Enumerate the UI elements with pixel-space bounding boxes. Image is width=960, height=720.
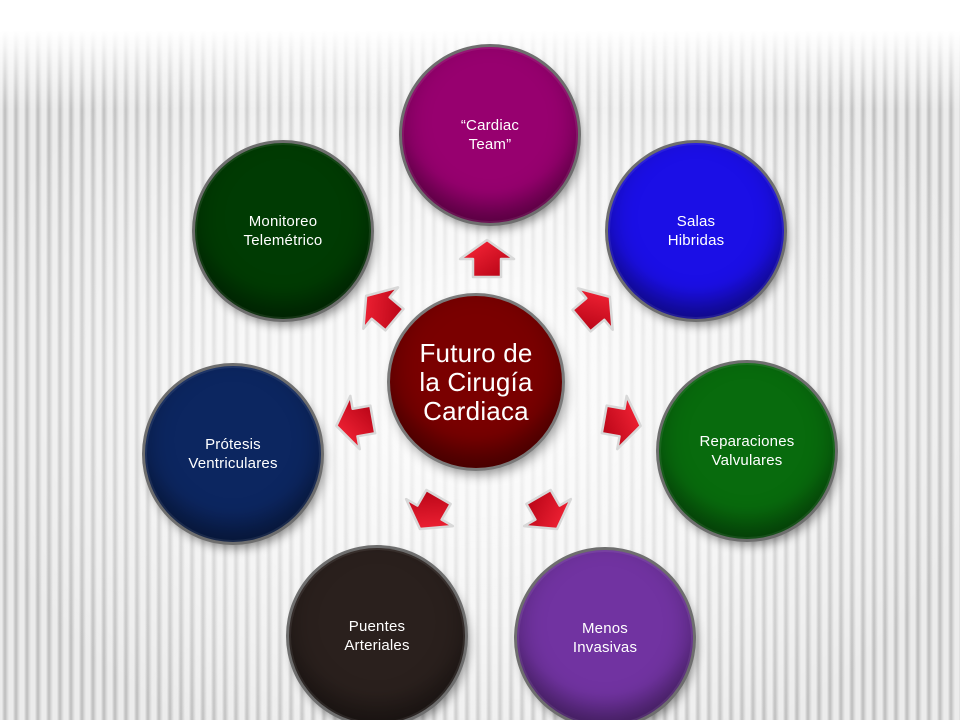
arrow-left-icon [335,394,377,451]
node-protesis-ventriculares-label: Prótesis Ventriculares [188,436,278,472]
center-node: Futuro de la Cirugía Cardiaca [390,296,562,468]
arrow-upper-right-icon [571,287,614,333]
arrow-upper-left-icon [362,286,405,332]
node-puentes-arteriales-label: Puentes Arteriales [344,618,410,654]
node-menos-invasivas: Menos Invasivas [517,550,693,720]
node-protesis-ventriculares: Prótesis Ventriculares [145,366,321,542]
arrow-right-icon [600,394,642,451]
node-monitoreo-telemetrico-label: Monitoreo Telemétrico [243,213,323,249]
node-salas-hibridas-label: Salas Hibridas [667,213,725,249]
node-monitoreo-telemetrico: Monitoreo Telemétrico [195,143,371,319]
node-reparaciones-valvulares: Reparaciones Valvulares [659,363,835,539]
node-menos-invasivas-label: Menos Invasivas [572,620,638,656]
node-salas-hibridas: Salas Hibridas [608,143,784,319]
center-node-label: Futuro de la Cirugía Cardiaca [419,337,533,426]
arrow-lower-right-icon [522,488,573,531]
node-cardiac-team: “Cardiac Team” [402,47,578,223]
node-puentes-arteriales: Puentes Arteriales [289,548,465,720]
node-reparaciones-valvulares-label: Reparaciones Valvulares [699,433,795,469]
arrow-up-icon [458,238,516,279]
arrow-lower-left-icon [404,488,455,531]
node-cardiac-team-label: “Cardiac Team” [460,117,520,153]
